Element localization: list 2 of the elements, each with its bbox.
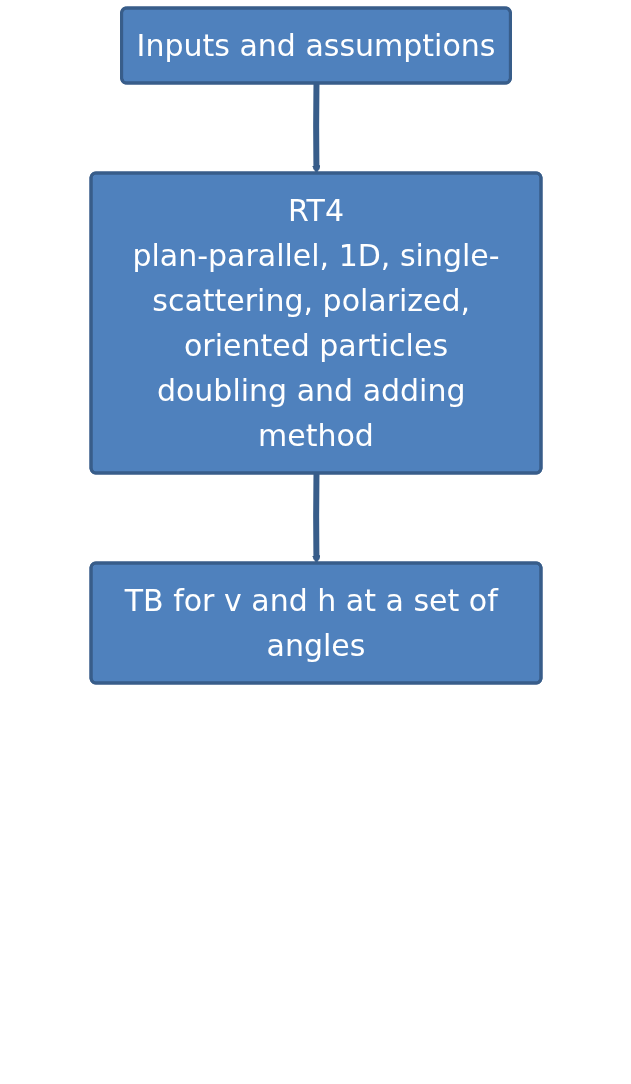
arrow xyxy=(311,473,321,564)
arrow xyxy=(311,83,321,174)
